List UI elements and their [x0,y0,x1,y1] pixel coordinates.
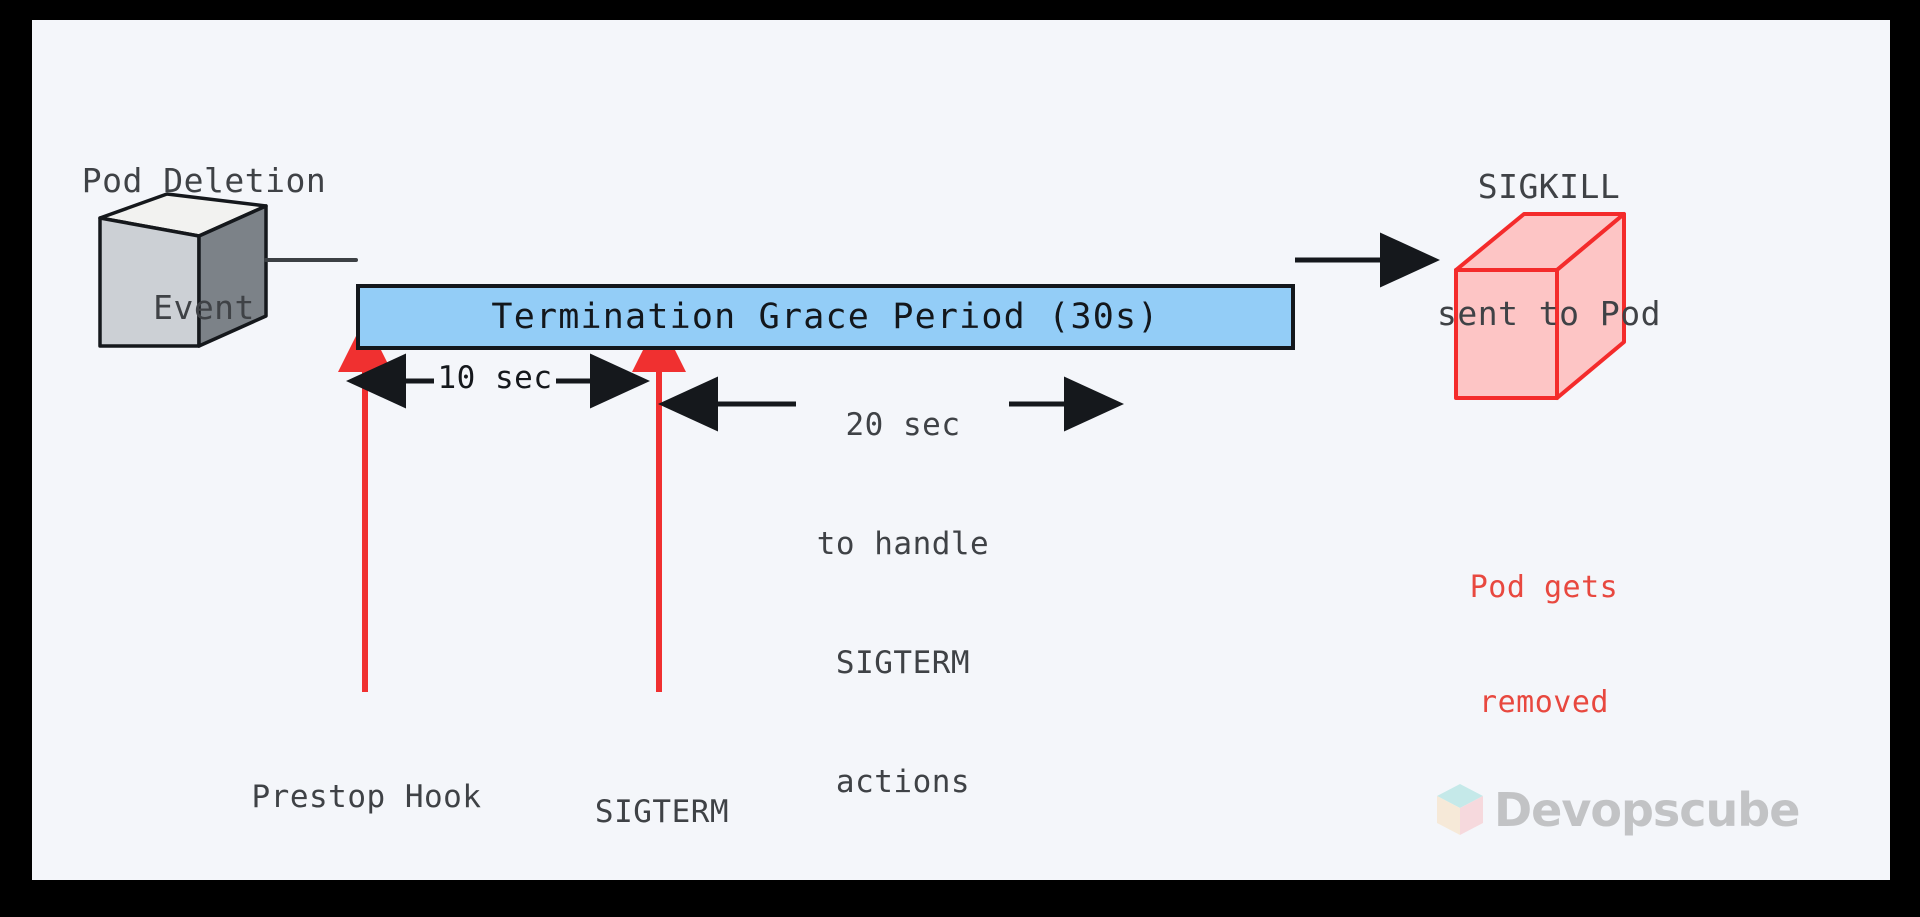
logo-cube-icon [1437,784,1483,835]
termination-grace-period-bar[interactable]: Termination Grace Period (30s) [356,284,1295,350]
pod-deletion-line-2: Event [153,288,255,328]
pod-deletion-line-1: Pod Deletion [81,161,327,201]
pod-deletion-event-label: Pod Deletion Event [44,76,364,414]
sigterm-label: SIGTERM sent to Pod [546,714,778,878]
pod-removed-label: Pod gets removed [1434,492,1654,799]
grace-bar-label: Termination Grace Period (30s) [491,297,1160,337]
twenty-sec-line-3: SIGTERM [835,645,971,682]
pod-cube-icon [98,192,268,348]
sigterm-line-1: SIGTERM [594,794,730,831]
twenty-sec-label: 20 sec to handle SIGTERM actions [794,327,1012,878]
logo-wordmark: Devopscube [1494,783,1800,837]
sigkill-label: SIGKILL sent to Pod [1384,82,1714,420]
twenty-sec-line-4: actions [835,764,971,801]
twenty-sec-line-2: to handle [816,526,990,563]
sigkill-line-1: SIGKILL [1477,167,1621,207]
diagram-vector-layer [98,192,1626,692]
terminated-pod-cube-icon [1454,212,1626,400]
ten-sec-label: 10 sec [437,360,553,396]
twenty-sec-line-1: 20 sec [845,407,961,444]
devopscube-logo: Devopscube [1434,782,1800,838]
prestop-line-1: Prestop Hook [251,779,482,816]
prestop-hook-label: Prestop Hook Starts Executing [194,699,539,878]
pod-removed-line-2: removed [1479,684,1609,720]
diagram-canvas: Termination Grace Period (30s) Pod Delet… [34,22,1888,878]
sigkill-line-2: sent to Pod [1436,294,1662,334]
pod-removed-line-1: Pod gets [1469,569,1619,605]
